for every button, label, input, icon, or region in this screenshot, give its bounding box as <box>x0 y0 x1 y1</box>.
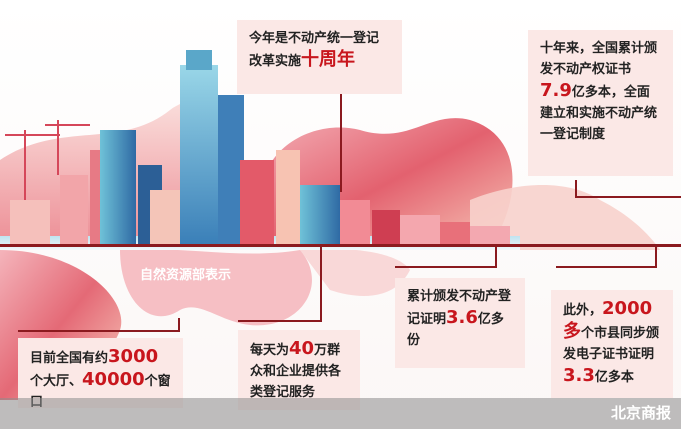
connector-line <box>575 180 577 198</box>
box-text: 亿多本 <box>594 370 634 385</box>
box-text: 每天为 <box>250 343 290 358</box>
box-text: 万群众和企业提供各类登记服务 <box>250 343 342 400</box>
highlight-value: 十周年 <box>301 49 356 70</box>
connector-line <box>320 246 322 322</box>
connector-line <box>238 320 322 322</box>
connector-line <box>340 92 342 192</box>
source-label: 北京商报 <box>610 404 671 422</box>
connector-line <box>556 266 657 268</box>
box-text: 个大厅、 <box>30 374 83 389</box>
info-box-anniversary: 今年是不动产统一登记改革实施十周年 <box>237 20 402 94</box>
highlight-value: 40000 <box>82 369 145 390</box>
box-text: 此外， <box>563 303 603 318</box>
box-text: 目前全国有约 <box>30 351 109 366</box>
connector-line <box>178 318 180 332</box>
box-text: 亿多份 <box>407 312 504 348</box>
connector-line <box>395 266 497 268</box>
info-box-certificates: 十年来，全国累计颁发不动产权证书 7.9亿多本，全面建立和实施不动产统一登记制度 <box>528 30 673 176</box>
ministry-label: 自然资源部表示 <box>140 268 232 283</box>
highlight-value: 7.9 <box>540 80 572 101</box>
box-text: 个市县同步颁发电子证书证明 <box>563 326 660 362</box>
box-text: 今年是不动产统一登记改革实施 <box>249 31 380 69</box>
box-text: 累计颁发不动产登记证明 <box>407 289 512 327</box>
connector-line <box>495 246 497 268</box>
info-box-electronic: 此外，2000多个市县同步颁发电子证书证明 3.3亿多本 <box>551 290 673 398</box>
highlight-value: 3.6 <box>446 307 478 328</box>
box-text: 十年来，全国累计颁发不动产权证书 <box>540 41 658 77</box>
highlight-value: 40 <box>289 338 315 359</box>
info-box-daily-service: 每天为40万群众和企业提供各类登记服务 <box>238 330 360 410</box>
highlight-value: 3.3 <box>563 365 595 386</box>
highlight-value: 2000多 <box>563 298 653 342</box>
source-bar <box>0 398 681 429</box>
connector-line <box>18 330 180 332</box>
box-text: 亿多本，全面建立和实施不动产统一登记制度 <box>540 85 658 142</box>
info-box-halls: 目前全国有约3000个大厅、40000个窗口 <box>18 338 183 410</box>
highlight-value: 3000 <box>108 346 159 367</box>
info-box-proofs: 累计颁发不动产登记证明3.6亿多份 <box>395 278 525 368</box>
connector-line <box>655 246 657 268</box>
connector-line <box>575 196 681 198</box>
